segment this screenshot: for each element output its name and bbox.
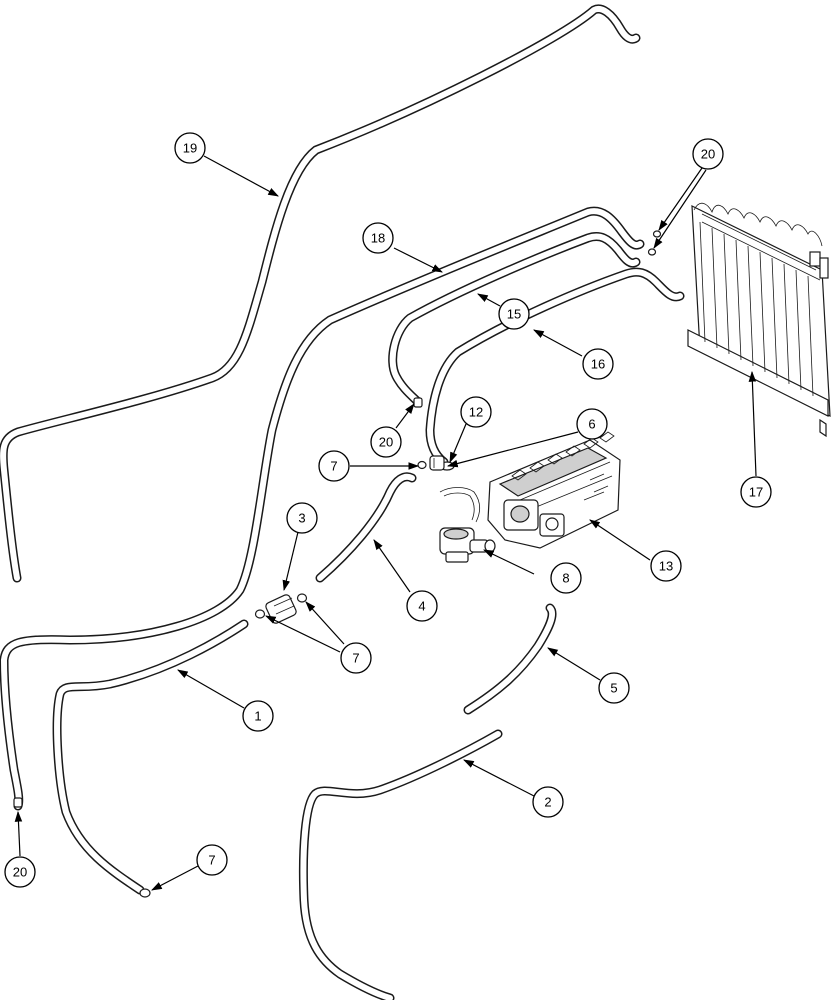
callout-15: 15 <box>498 298 530 330</box>
callout-17: 17 <box>740 476 772 508</box>
callout-12: 12 <box>460 396 492 428</box>
svg-text:7: 7 <box>352 651 359 666</box>
svg-text:4: 4 <box>418 599 425 614</box>
svg-text:5: 5 <box>610 681 617 696</box>
clamp-20-radiator-top <box>652 230 662 238</box>
clamp-7-bottom <box>139 888 151 898</box>
injection-pump-13 <box>487 431 621 549</box>
clamp-7-upper <box>417 460 427 470</box>
svg-text:13: 13 <box>659 559 673 574</box>
svg-text:16: 16 <box>591 357 605 372</box>
clamp-7-filter-right <box>296 593 308 603</box>
svg-text:20: 20 <box>379 435 393 450</box>
clamp-7-filter-left <box>254 609 266 619</box>
clamp-20-radiator-bottom <box>647 248 657 256</box>
svg-text:6: 6 <box>588 417 595 432</box>
inline-filter-3 <box>265 594 297 624</box>
hose-16 <box>425 267 685 467</box>
hose-2 <box>298 729 503 1000</box>
svg-text:18: 18 <box>371 231 385 246</box>
callout-13: 13 <box>650 550 682 582</box>
clamp-20-mid <box>413 397 423 408</box>
leader-lines <box>14 155 757 891</box>
hose-5 <box>463 603 557 715</box>
svg-text:1: 1 <box>254 709 261 724</box>
svg-text:3: 3 <box>298 511 305 526</box>
hose-18 <box>0 206 645 811</box>
hose-1 <box>52 619 249 895</box>
callout-7-upper: 7 <box>318 450 350 482</box>
callout-2: 2 <box>532 786 564 818</box>
cooler-17 <box>687 202 831 438</box>
svg-text:20: 20 <box>13 865 27 880</box>
callout-19: 19 <box>174 132 206 164</box>
priming-pump-8 <box>439 487 496 563</box>
callout-20-mid: 20 <box>370 426 402 458</box>
clamp-20-left <box>13 797 23 808</box>
hose-15 <box>388 232 641 407</box>
callout-5: 5 <box>598 672 630 704</box>
callout-16: 16 <box>582 348 614 380</box>
callout-7-filter: 7 <box>340 642 372 674</box>
svg-text:20: 20 <box>701 147 715 162</box>
svg-text:17: 17 <box>749 485 763 500</box>
callout-4: 4 <box>406 590 438 622</box>
callout-3: 3 <box>286 502 318 534</box>
svg-text:7: 7 <box>330 459 337 474</box>
callout-20-radiator: 20 <box>692 138 724 170</box>
callout-7-bottom: 7 <box>196 844 228 876</box>
svg-text:7: 7 <box>208 853 215 868</box>
svg-text:15: 15 <box>507 307 521 322</box>
callout-1: 1 <box>242 700 274 732</box>
callout-6: 6 <box>576 408 608 440</box>
callout-8: 8 <box>550 562 582 594</box>
hose-19 <box>0 4 641 583</box>
callout-20-left: 20 <box>4 856 36 888</box>
svg-text:12: 12 <box>469 405 483 420</box>
hose-4 <box>315 472 417 583</box>
svg-text:8: 8 <box>562 571 569 586</box>
callout-18: 18 <box>362 222 394 254</box>
svg-text:19: 19 <box>183 141 197 156</box>
svg-text:2: 2 <box>544 795 551 810</box>
fitting-6 <box>429 455 445 471</box>
